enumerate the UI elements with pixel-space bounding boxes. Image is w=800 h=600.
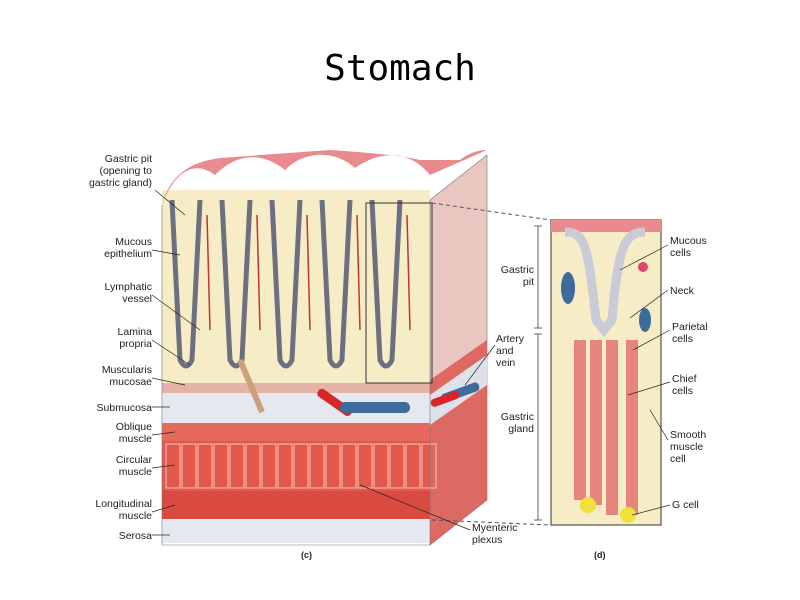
muscle-cell-shape [261,443,277,489]
muscle-cell-shape [389,443,405,489]
label-smooth-muscle-cell: Smooth muscle cell [670,429,707,465]
caption-c: (c) [301,550,312,560]
label-lamina-propria: Lamina propria [117,326,152,350]
slide-title: Stomach [324,48,476,89]
muscle-cell-shape [197,443,213,489]
label-g-cell: G cell [672,499,699,511]
muscle-cell-shape [405,443,421,489]
label-chief-cells: Chief cells [672,373,697,397]
capillary-shape [256,214,261,331]
label-d-gastric-gland: Gastric gland [500,411,534,435]
label-mucous-cells: Mucous cells [670,235,707,259]
capillary-shape [206,214,211,331]
muscle-cell-shape [357,443,373,489]
label-muscularis-mucosae: Muscularis mucosae [101,364,152,388]
capillary-shape [406,214,411,331]
label-d-gastric-pit: Gastric pit [500,264,534,288]
label-gastric-pit: Gastric pit (opening to gastric gland) [88,153,152,189]
label-circular-muscle: Circular muscle [115,454,152,478]
capillary-shape [306,214,311,331]
muscle-cell-shape [341,443,357,489]
label-serosa: Serosa [118,530,152,542]
capillary-shape [356,214,361,331]
caption-d: (d) [594,550,606,560]
muscle-cell-shape [277,443,293,489]
label-artery-and-vein: Artery and vein [496,333,525,369]
panel-d-illustration [534,219,662,526]
muscle-cell-shape [421,443,437,489]
muscle-cell-shape [325,443,341,489]
muscle-cell-shape [229,443,245,489]
muscle-cell-shape [181,443,197,489]
label-longitudinal-muscle: Longitudinal muscle [95,498,152,522]
muscle-cell-shape [213,443,229,489]
label-submucosa: Submucosa [96,402,152,414]
gastric-pit-shape [169,199,203,369]
gastric-pit-shape [269,199,303,369]
muscle-cell-shape [309,443,325,489]
label-parietal-cells: Parietal cells [672,321,708,345]
label-lymphatic-vessel: Lymphatic vessel [104,281,152,305]
gastric-pit-shape [369,199,403,369]
label-oblique-muscle: Oblique muscle [115,421,152,445]
panel-c-illustration [161,150,488,546]
label-myenteric-plexus: Myenteric plexus [472,522,518,546]
muscle-cell-shape [245,443,261,489]
muscle-cell-shape [293,443,309,489]
muscle-cell-shape [373,443,389,489]
label-mucous-epithelium: Mucous epithelium [104,236,152,260]
gastric-pit-shape [319,199,353,369]
label-neck: Neck [670,285,694,297]
